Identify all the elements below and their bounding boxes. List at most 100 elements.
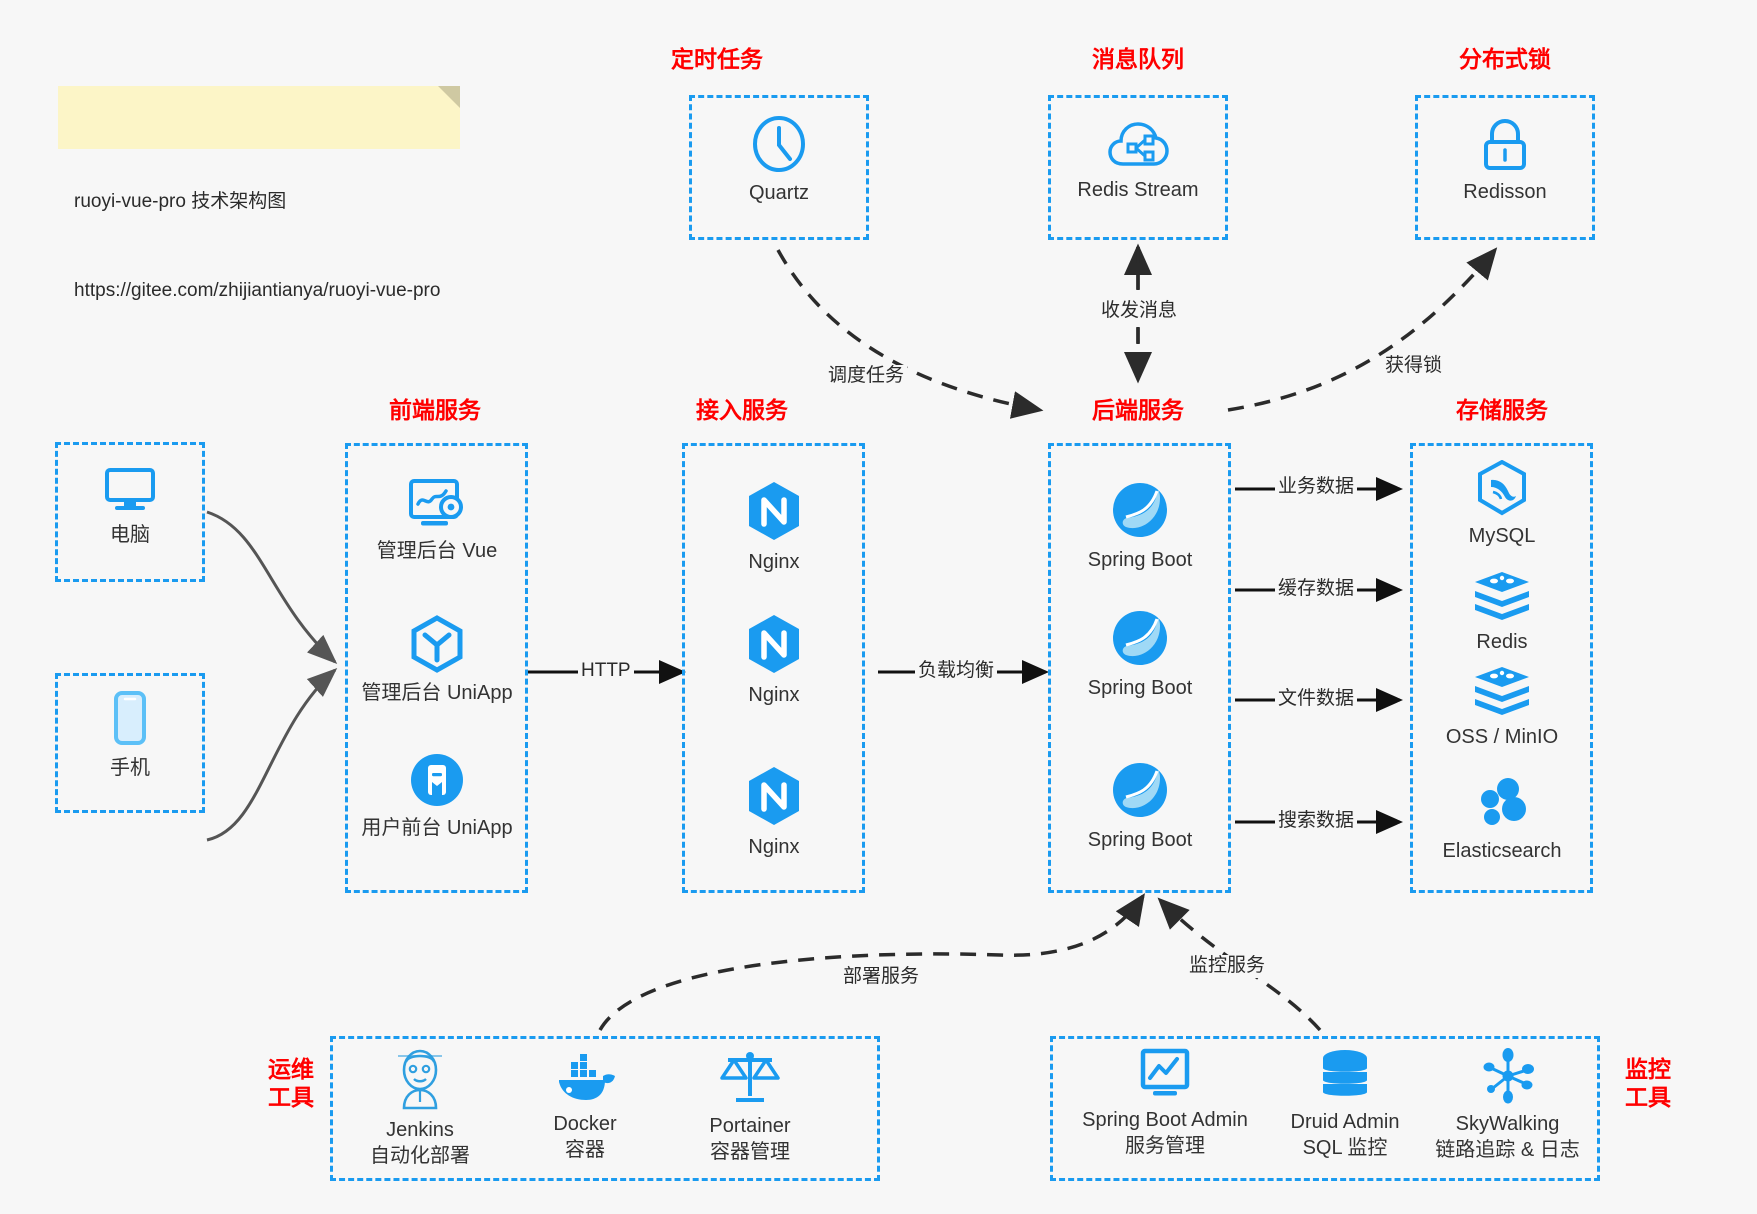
- node-desktop[interactable]: 电脑: [50, 465, 210, 548]
- mysql-dolphin-icon: [1475, 459, 1529, 516]
- node-spring-boot-3[interactable]: Spring Boot: [1060, 760, 1220, 853]
- node-label: Redis Stream: [1077, 179, 1199, 201]
- node-redis[interactable]: Redis: [1422, 570, 1582, 655]
- spring-leaf-icon: [1110, 760, 1170, 820]
- node-jenkins[interactable]: Jenkins 自动化部署: [340, 1048, 500, 1169]
- group-box-devops: [330, 1036, 880, 1181]
- desktop-icon: [102, 465, 158, 515]
- edge-deploy-service: [598, 893, 1145, 1031]
- node-oss-minio[interactable]: OSS / MinIO: [1422, 665, 1582, 750]
- database-icon: [1317, 1048, 1373, 1102]
- group-title-devops: 运维 工具: [268, 1056, 314, 1111]
- node-label: Druid Admin: [1290, 1111, 1400, 1133]
- node-redis-stream[interactable]: Redis Stream: [1058, 118, 1218, 203]
- mobile-icon: [110, 690, 150, 748]
- spring-leaf-icon: [1110, 480, 1170, 540]
- group-box-lock: [1415, 95, 1595, 240]
- padlock-icon: [1479, 118, 1531, 172]
- node-sublabel: 容器: [565, 1139, 605, 1161]
- redis-stack-icon: [1472, 570, 1532, 622]
- node-label: Redisson: [1463, 181, 1547, 203]
- nginx-icon: [745, 613, 803, 675]
- edge-label-http: HTTP: [578, 660, 634, 683]
- node-label: SkyWalking: [1455, 1113, 1560, 1135]
- node-mobile[interactable]: 手机: [50, 690, 210, 781]
- node-spring-boot-1[interactable]: Spring Boot: [1060, 480, 1220, 573]
- node-label: Jenkins: [386, 1119, 454, 1141]
- group-box-scheduler: [689, 95, 869, 240]
- elasticsearch-icon: [1474, 775, 1530, 831]
- group-title-backend: 后端服务: [1092, 397, 1184, 423]
- node-label: 管理后台 Vue: [376, 540, 498, 562]
- edge-label-deploy-service: 部署服务: [840, 966, 923, 989]
- hexagon-y-icon: [409, 615, 465, 673]
- edge-label-file-data: 文件数据: [1275, 688, 1358, 711]
- node-redisson[interactable]: Redisson: [1425, 118, 1585, 205]
- node-spring-boot-admin[interactable]: Spring Boot Admin 服务管理: [1070, 1048, 1260, 1159]
- node-skywalking[interactable]: SkyWalking 链路追踪 & 日志: [1420, 1048, 1595, 1163]
- group-title-frontend: 前端服务: [389, 397, 481, 423]
- node-label: Elasticsearch: [1442, 840, 1562, 862]
- cloud-stream-icon: [1107, 118, 1169, 170]
- redis-stack-icon: [1472, 665, 1532, 717]
- dashboard-gear-icon: [407, 477, 467, 531]
- clock-icon: [750, 115, 808, 173]
- note-line-1: ruoyi-vue-pro 技术架构图: [74, 191, 287, 213]
- node-admin-vue[interactable]: 管理后台 Vue: [357, 477, 517, 564]
- spring-leaf-icon: [1110, 608, 1170, 668]
- docker-whale-icon: [553, 1052, 617, 1104]
- node-elasticsearch[interactable]: Elasticsearch: [1422, 775, 1582, 864]
- group-title-storage: 存储服务: [1456, 397, 1548, 423]
- node-label: Nginx: [748, 684, 800, 706]
- node-label: Nginx: [748, 836, 800, 858]
- node-label: 管理后台 UniApp: [361, 682, 513, 704]
- edge-label-load-balance: 负载均衡: [915, 660, 998, 683]
- edge-desktop-to-frontend: [206, 510, 338, 665]
- node-label: 用户前台 UniApp: [361, 817, 513, 839]
- nginx-icon: [745, 765, 803, 827]
- scales-icon: [720, 1048, 780, 1106]
- node-admin-uniapp[interactable]: 管理后台 UniApp: [357, 615, 517, 706]
- node-label: Spring Boot: [1087, 829, 1193, 851]
- node-sublabel: 服务管理: [1125, 1135, 1205, 1157]
- node-nginx-2[interactable]: Nginx: [694, 613, 854, 708]
- diagram-note: ruoyi-vue-pro 技术架构图 https://gitee.com/zh…: [58, 86, 460, 301]
- group-box-gateway: [682, 443, 865, 893]
- jenkins-butler-icon: [392, 1048, 448, 1110]
- edge-label-business-data: 业务数据: [1275, 476, 1358, 499]
- group-title-scheduler: 定时任务: [671, 46, 763, 72]
- node-nginx-3[interactable]: Nginx: [694, 765, 854, 860]
- group-title-lock: 分布式锁: [1459, 46, 1551, 72]
- node-label: OSS / MinIO: [1445, 726, 1559, 748]
- skywalking-icon: [1479, 1048, 1537, 1104]
- node-label: Spring Boot: [1087, 677, 1193, 699]
- monitor-chart-icon: [1137, 1048, 1193, 1100]
- node-user-uniapp[interactable]: 用户前台 UniApp: [357, 752, 517, 841]
- node-label: MySQL: [1468, 525, 1536, 547]
- node-label: Nginx: [748, 551, 800, 573]
- group-box-storage: [1410, 443, 1593, 893]
- edge-label-cache-data: 缓存数据: [1275, 578, 1358, 601]
- edge-label-send-receive-msg: 收发消息: [1098, 300, 1181, 323]
- group-box-backend: [1048, 443, 1231, 893]
- node-sublabel: 链路追踪 & 日志: [1435, 1139, 1580, 1161]
- edge-acquire-lock: [1227, 247, 1498, 412]
- note-fold-corner: [438, 86, 460, 108]
- group-title-gateway: 接入服务: [696, 397, 788, 423]
- node-portainer[interactable]: Portainer 容器管理: [670, 1048, 830, 1165]
- node-nginx-1[interactable]: Nginx: [694, 480, 854, 575]
- nginx-icon: [745, 480, 803, 542]
- node-sublabel: SQL 监控: [1302, 1137, 1388, 1159]
- node-label: Portainer: [709, 1115, 791, 1137]
- node-spring-boot-2[interactable]: Spring Boot: [1060, 608, 1220, 701]
- node-label: Spring Boot Admin: [1082, 1109, 1248, 1131]
- node-quartz[interactable]: Quartz: [699, 115, 859, 206]
- node-docker[interactable]: Docker 容器: [505, 1052, 665, 1163]
- group-box-mq: [1048, 95, 1228, 240]
- edge-label-schedule-task: 调度任务: [825, 365, 908, 388]
- group-title-mq: 消息队列: [1092, 46, 1184, 72]
- node-sublabel: 容器管理: [710, 1141, 790, 1163]
- node-mysql[interactable]: MySQL: [1422, 459, 1582, 549]
- node-druid-admin[interactable]: Druid Admin SQL 监控: [1265, 1048, 1425, 1161]
